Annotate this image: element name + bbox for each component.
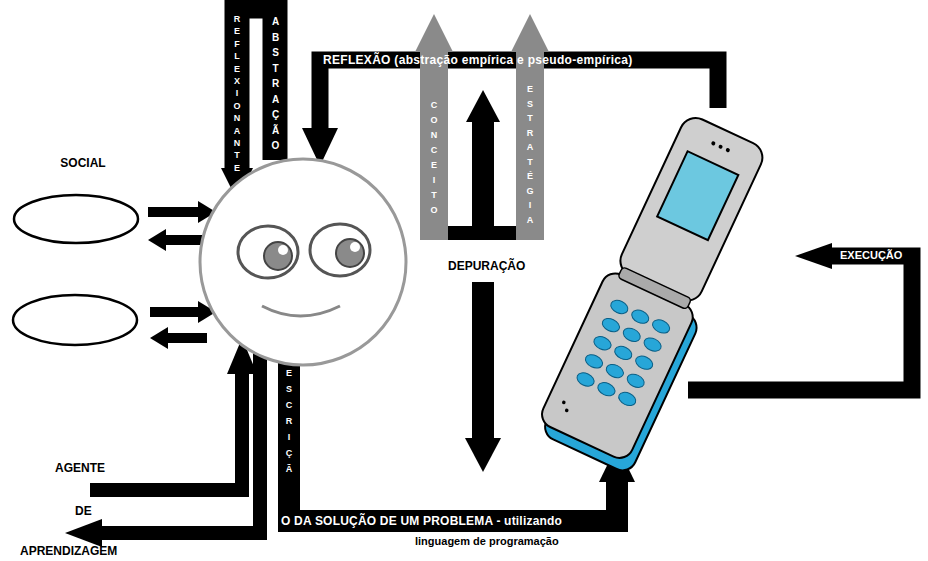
mobile-phone	[533, 110, 778, 475]
key	[650, 317, 671, 335]
arrow-head	[150, 327, 168, 349]
key	[625, 372, 646, 390]
node-label: SOCIAL	[12, 156, 140, 170]
eye	[238, 226, 298, 278]
key	[633, 353, 654, 371]
vertical-arrow-label: DESCRIÇÃ	[284, 352, 293, 480]
phone-screen	[657, 151, 738, 240]
agent-down-arrow	[100, 350, 260, 533]
eye-highlight	[350, 242, 360, 252]
key	[592, 334, 613, 352]
arrow-label: REFLEXÃO (abstração empírica e pseudo-em…	[323, 54, 633, 66]
arrow-head	[415, 14, 453, 52]
mic-dot	[564, 408, 569, 413]
arrow-shaft	[148, 207, 200, 217]
debug-arrow	[472, 120, 494, 233]
mic-dot	[561, 400, 566, 405]
keypad	[575, 298, 672, 408]
vertical-arrow-label: ESTRATÉGIA	[525, 84, 534, 229]
social-ellipse	[13, 295, 137, 345]
arrow-label: APRENDIZAGEM	[20, 545, 117, 557]
arrow-shaft	[167, 333, 207, 343]
ellipse-shape	[14, 195, 138, 243]
arrow-label: DEPURAÇÃO	[448, 260, 525, 272]
key	[575, 370, 596, 388]
key	[604, 362, 625, 380]
debug-down-arrow	[472, 282, 494, 440]
smile	[262, 306, 340, 316]
key	[630, 307, 651, 325]
arrow-label: O DA SOLUÇÃO DE UM PROBLEMA - utilizando	[281, 515, 562, 527]
key	[600, 316, 621, 334]
key	[583, 352, 604, 370]
speaker-dot	[711, 141, 716, 146]
vertical-arrow-label: REFLEXIONANTE	[232, 14, 241, 175]
key	[596, 380, 617, 398]
pupil	[264, 242, 292, 270]
arrow-shaft	[165, 235, 205, 245]
vertical-arrow-label: CONCEITO	[429, 100, 438, 220]
arrow-head	[65, 519, 102, 547]
vertical-arrow-label: ABSTRAÇÃO	[270, 16, 280, 156]
arrow-head	[148, 229, 166, 251]
arrow-head	[511, 14, 549, 52]
key	[609, 298, 630, 316]
execution-arrow	[688, 256, 912, 390]
key	[621, 326, 642, 344]
strategy-arrow	[516, 50, 544, 240]
pupil	[336, 239, 364, 267]
arrow-shaft	[150, 307, 200, 317]
key	[613, 344, 634, 362]
arrow-label: DE	[75, 505, 92, 517]
key	[642, 335, 663, 353]
ellipse-outline	[12, 192, 140, 246]
eye	[310, 224, 370, 276]
arrow-label: AGENTE	[55, 462, 105, 474]
speaker-dot	[718, 144, 723, 149]
arrow-head	[795, 243, 832, 269]
concept-arrow	[420, 50, 448, 240]
key	[617, 390, 638, 408]
arrow-label: EXECUÇÃO	[840, 250, 902, 261]
abstraction-arrow	[237, 6, 275, 170]
eye-highlight	[278, 245, 288, 255]
speaker-dot	[725, 147, 730, 152]
phone-hinge	[618, 267, 692, 310]
arrow-head	[465, 438, 501, 472]
face	[200, 159, 406, 365]
arrow-head	[466, 90, 500, 122]
ellipse-node: SOCIAL	[12, 156, 140, 246]
agent-up-arrow	[90, 372, 242, 490]
arrow-label: linguagem de programação	[415, 536, 559, 547]
